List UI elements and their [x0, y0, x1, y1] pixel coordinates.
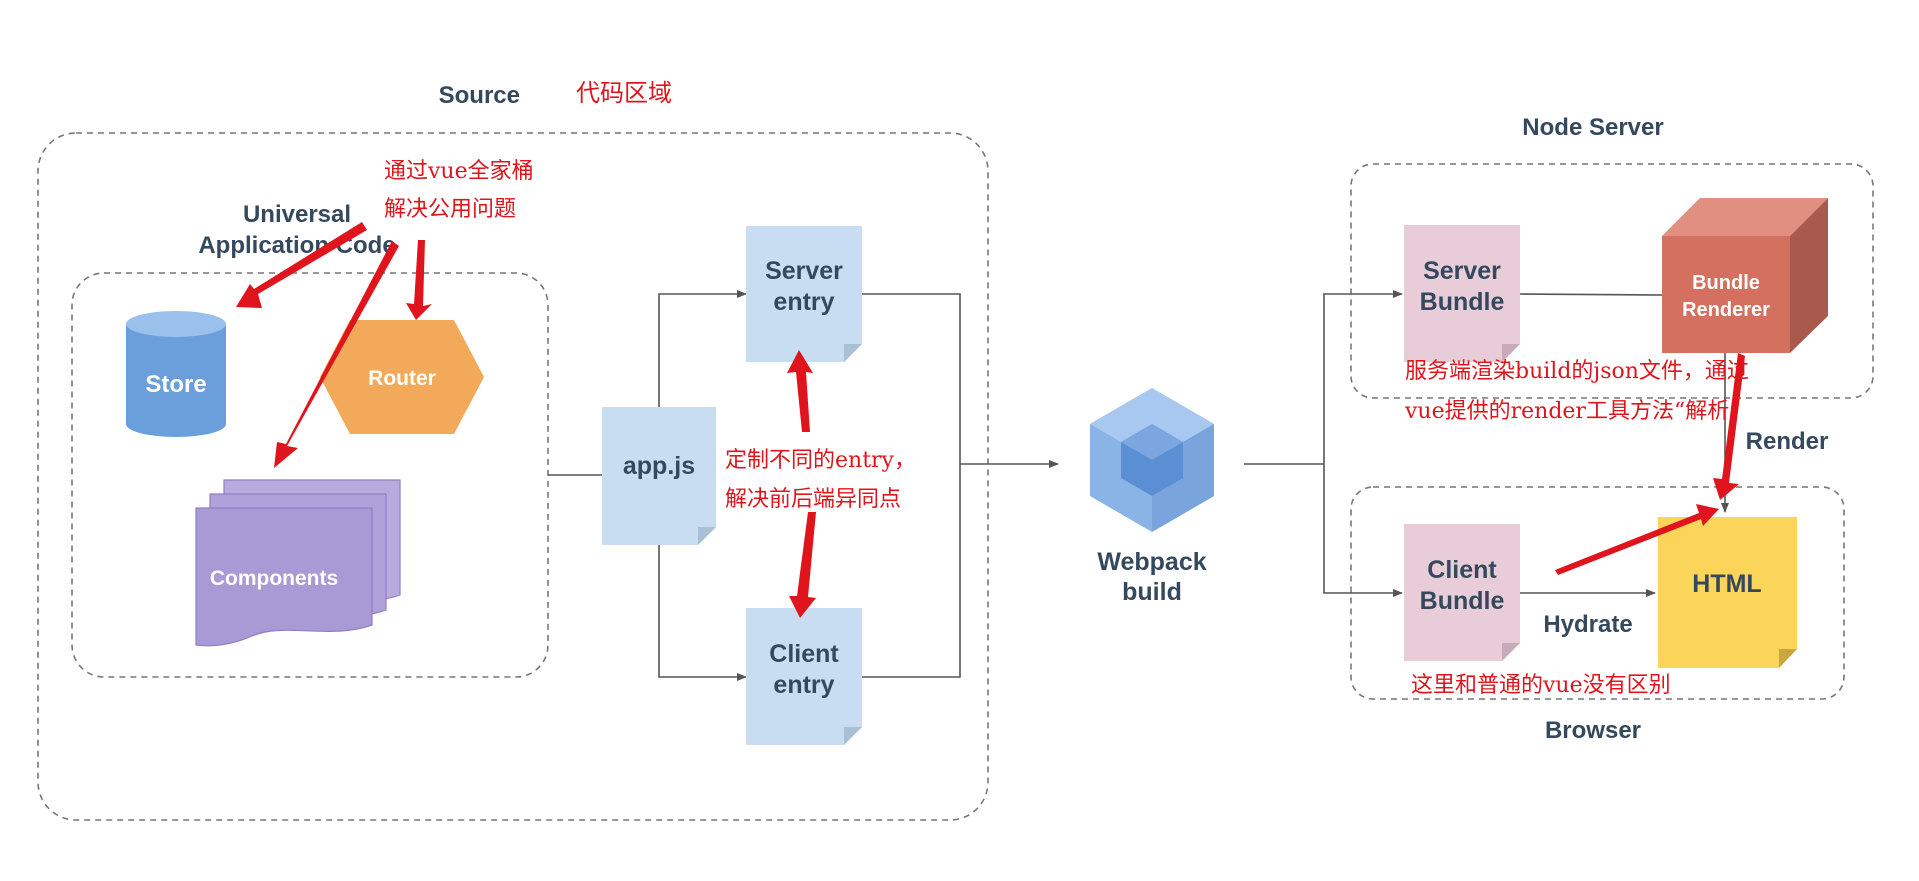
client-bundle-label-line1: Client [1427, 556, 1497, 584]
router-node: Router [320, 320, 484, 434]
source-group-box [37, 132, 989, 821]
server-entry-label-line2: entry [773, 288, 834, 316]
annotation-entry-line1: 定制不同的entry， [725, 448, 916, 473]
webpack-label-line2: build [1122, 578, 1182, 606]
server-bundle-label-line1: Server [1423, 257, 1501, 285]
server-entry-label-line1: Server [765, 257, 843, 285]
browser-group-box [1350, 486, 1845, 700]
server-bundle-node: Server Bundle [1404, 225, 1520, 362]
annotation-vue-family-line2: 解决公用问题 [384, 197, 516, 222]
store-node: Store [126, 311, 226, 437]
webpack-node: Webpack build [1090, 388, 1214, 606]
annotation-browser: 这里和普通的vue没有区别 [1411, 673, 1671, 698]
html-label: HTML [1692, 570, 1761, 598]
components-label: Components [210, 567, 338, 590]
html-node: HTML [1658, 517, 1797, 668]
annotation-render-line2: vue提供的render工具方法“解析” [1404, 399, 1740, 424]
app-js-label: app.js [623, 452, 695, 480]
source-note: 代码区域 [576, 79, 672, 107]
universal-title-line2: Application Code [198, 232, 395, 259]
node-server-group-box [1350, 163, 1874, 399]
edge-server-bundle-to-renderer [1519, 293, 1663, 296]
render-label: Render [1746, 428, 1829, 455]
annotation-vue-family-line1: 通过vue全家桶 [384, 159, 534, 184]
bundle-renderer-node: Bundle Renderer [1662, 198, 1828, 353]
client-bundle-label-line2: Bundle [1420, 587, 1505, 615]
annotation-entry-line2: 解决前后端异同点 [725, 487, 901, 512]
universal-title-line1: Universal [243, 201, 351, 228]
source-title: Source [439, 82, 520, 109]
edge-app-to-client-entry [658, 545, 747, 681]
router-label: Router [368, 367, 436, 390]
edge-app-to-server-entry [658, 290, 747, 407]
server-entry-node: Server entry [746, 226, 862, 362]
store-label: Store [145, 371, 206, 398]
browser-title: Browser [1545, 717, 1641, 744]
client-entry-label-line2: entry [773, 671, 834, 699]
annotation-render-line1: 服务端渲染build的json文件，通过 [1405, 359, 1749, 384]
client-bundle-node: Client Bundle [1404, 524, 1520, 661]
server-bundle-label-line2: Bundle [1420, 288, 1505, 316]
edge-to-client-bundle [1323, 464, 1403, 597]
annotation-arrows [236, 222, 1745, 618]
webpack-label-line1: Webpack [1097, 548, 1206, 576]
components-node: Components [195, 479, 401, 647]
client-entry-node: Client entry [746, 608, 862, 745]
edge-to-server-bundle [1323, 290, 1403, 464]
bundle-renderer-label-line1: Bundle [1692, 272, 1760, 294]
connectors [548, 290, 1729, 681]
client-entry-label-line1: Client [769, 640, 839, 668]
hydrate-label: Hydrate [1543, 611, 1632, 638]
app-js-node: app.js [602, 407, 716, 545]
bundle-renderer-label-line2: Renderer [1682, 299, 1770, 321]
node-server-title: Node Server [1522, 114, 1663, 141]
edge-entries-merge [862, 293, 961, 678]
